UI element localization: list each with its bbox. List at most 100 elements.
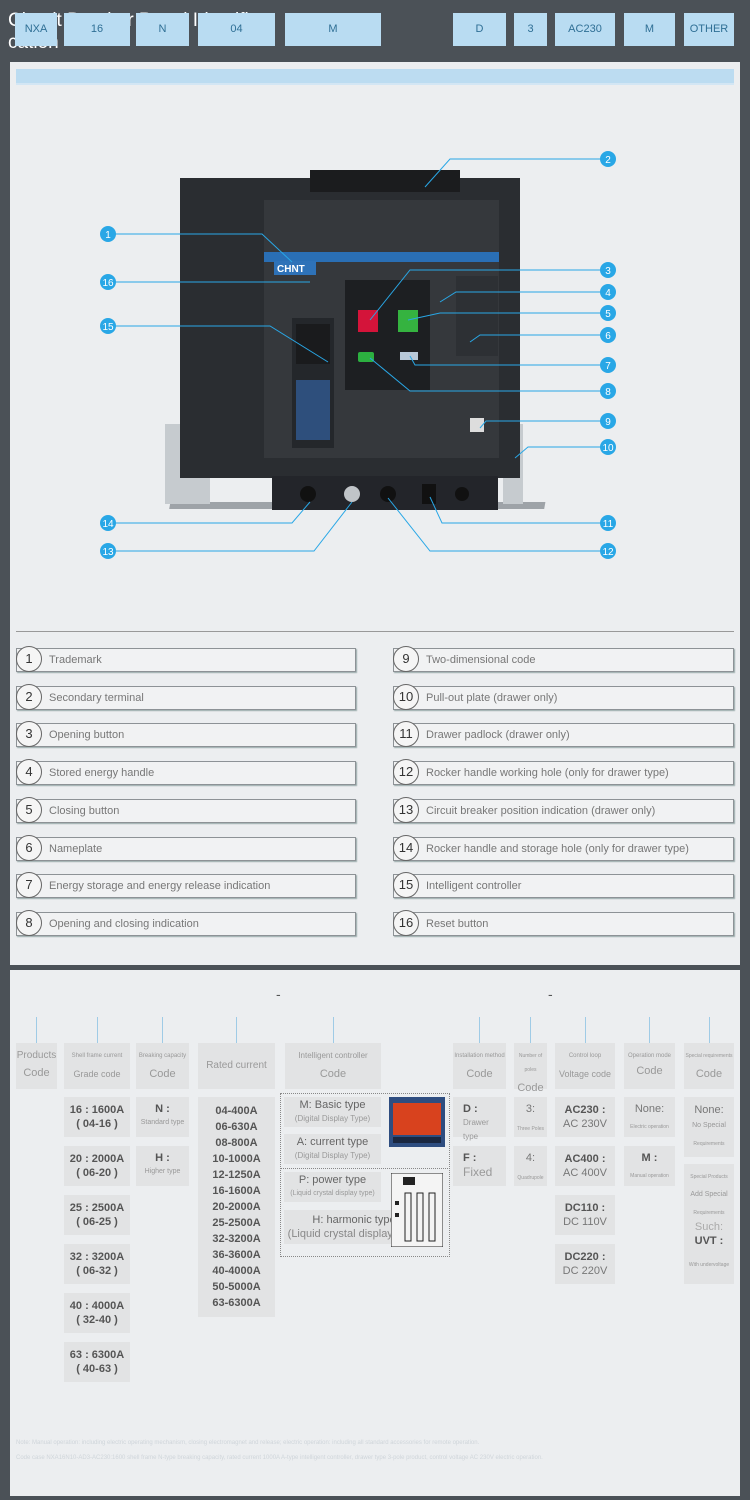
callout-marker: 9 [600, 413, 616, 429]
legend-label: Nameplate [49, 842, 103, 855]
legend-number: 10 [393, 683, 419, 710]
label-code: Code [23, 1067, 50, 1079]
brand-logo: CHNT [277, 264, 305, 275]
rated-current-item: 16-1600A [212, 1185, 261, 1197]
breaker-device: CHNT [165, 170, 546, 510]
option-code: D : [463, 1103, 478, 1115]
section-divider [16, 631, 734, 632]
stem [97, 1017, 98, 1043]
stem [162, 1017, 163, 1043]
controller-option: M: Basic type(Digital Display Type) [284, 1097, 381, 1127]
voltage-option: DC220 :DC 220V [555, 1244, 615, 1284]
stem [236, 1017, 237, 1043]
option-desc: Fixed [463, 1165, 493, 1179]
option-desc-extra: Requirements [693, 1141, 725, 1147]
label-code: Code [149, 1068, 176, 1080]
option-code: 25 : 2500A [69, 1202, 125, 1214]
option-desc: (Digital Display Type) [294, 1151, 371, 1160]
label-code: Code [517, 1082, 544, 1094]
callout-number: 13 [102, 547, 114, 558]
stem [530, 1017, 531, 1043]
operation-option: None:Electric operation [624, 1097, 675, 1137]
legend-label: Stored energy handle [49, 767, 155, 780]
legend-number: 16 [393, 909, 419, 936]
label-code: Code [466, 1068, 493, 1080]
legend-label: Opening button [49, 729, 125, 742]
label-text: Shell frame current [71, 1053, 123, 1059]
callout-marker: 5 [600, 305, 616, 321]
rated-current-item: 04-400A [215, 1105, 258, 1117]
breaking-option: H :Higher type [136, 1146, 189, 1186]
callout-number: 2 [605, 155, 611, 166]
header-stripe [16, 69, 734, 85]
callout-number: 8 [605, 387, 611, 398]
legend-label: Rocker handle and storage hole (only for… [426, 842, 689, 855]
option-code: AC400 : [564, 1153, 606, 1165]
option-desc: Three Poles [517, 1126, 544, 1132]
code-header-other: OTHER [684, 13, 734, 46]
code-header-controller: M [285, 13, 381, 46]
label-text: Control loop [568, 1053, 602, 1059]
callout-number: 15 [102, 322, 114, 333]
stem [36, 1017, 37, 1043]
option-code: 3: [525, 1103, 536, 1115]
option-desc-extra: With undervoltage [688, 1262, 730, 1268]
option-code: 16 : 1600A [69, 1104, 125, 1116]
callout-marker: 6 [600, 327, 616, 343]
label-code: Code [636, 1065, 663, 1077]
legend-number: 9 [393, 646, 419, 672]
option-range: ( 40-63 ) [76, 1363, 118, 1375]
installation-option: F :Fixed [453, 1146, 506, 1186]
legend-number: 7 [16, 872, 42, 899]
rated-current-item: 40-4000A [212, 1265, 261, 1277]
callout-marker: 15 [100, 318, 116, 334]
callout-number: 12 [602, 547, 614, 558]
poles-option: 3: Three Poles [514, 1097, 547, 1137]
option-code: DC110 : [564, 1202, 606, 1214]
callout-marker: 10 [600, 439, 616, 455]
option-desc: DC 110V [563, 1216, 607, 1228]
callout-marker: 13 [100, 543, 116, 559]
rated-current-item: 20-2000A [212, 1201, 261, 1213]
option-range: ( 06-32 ) [76, 1265, 118, 1277]
legend-number: 3 [16, 721, 42, 748]
option-desc: (Digital Display Type) [294, 1114, 371, 1123]
option-desc: (Liquid crystal display type) [290, 1190, 375, 1197]
option-code: 20 : 2000A [69, 1153, 125, 1165]
option-desc: UVT : [694, 1235, 724, 1247]
legend-number: 2 [16, 683, 42, 710]
stem [479, 1017, 480, 1043]
rated-current-item: 36-3600A [212, 1249, 261, 1261]
code-header-products: NXA [15, 13, 57, 46]
frame-option: 25 : 2500A( 06-25 ) [64, 1195, 130, 1235]
option-desc: Drawer type [463, 1118, 489, 1141]
callout-number: 1 [105, 230, 111, 241]
callout-number: 10 [602, 443, 614, 454]
label-current: Rated current [198, 1043, 275, 1089]
frame-option: 40 : 4000A( 32-40 ) [64, 1293, 130, 1333]
option-desc: Add Special [690, 1191, 728, 1198]
stem [649, 1017, 650, 1043]
rated-current-item: 08-800A [215, 1137, 258, 1149]
option-range: ( 32-40 ) [76, 1314, 118, 1326]
option-desc: DC 220V [562, 1265, 608, 1277]
label-code: Code [319, 1068, 347, 1080]
legend-label: Closing button [49, 804, 120, 817]
legend-label: Rocker handle working hole (only for dra… [426, 767, 669, 780]
voltage-option: AC400 :AC 400V [555, 1146, 615, 1186]
label-text: Rated current [206, 1060, 267, 1071]
legend-label: Trademark [49, 654, 102, 666]
option-code: A: current type [296, 1136, 369, 1148]
callout-marker: 4 [600, 284, 616, 300]
callout-marker: 8 [600, 383, 616, 399]
callout-marker: 7 [600, 357, 616, 373]
